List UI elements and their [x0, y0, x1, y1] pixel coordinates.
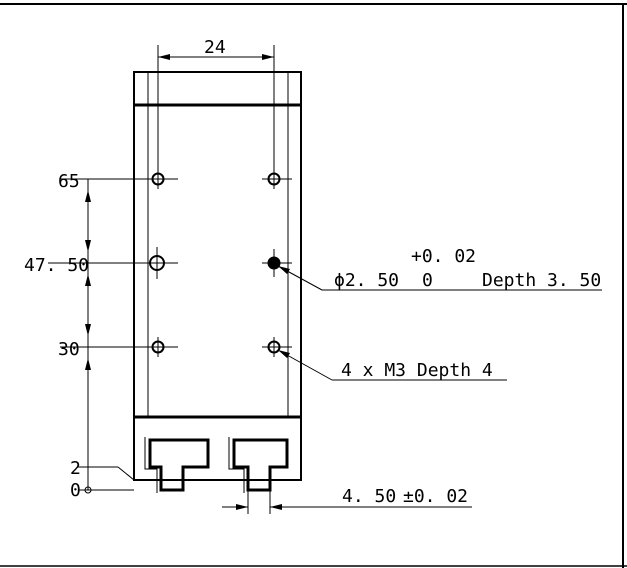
- thread-callout-leader: [277, 349, 507, 381]
- dim-65-label: 65: [58, 171, 80, 192]
- dim-24: [157, 45, 275, 170]
- ordinate-dims: [48, 178, 158, 494]
- t-slot-right: [228, 437, 289, 493]
- holes: [145, 169, 292, 357]
- dim-47-label: 47. 50: [24, 255, 89, 276]
- slot-tol-label: ±0. 02: [403, 486, 468, 507]
- hole-depth-label: Depth 3. 50: [482, 270, 601, 291]
- dim-width-label: 24: [204, 37, 226, 58]
- thread-callout-label: 4 x M3 Depth 4: [341, 360, 493, 381]
- tol-upper-label: +0. 02: [411, 246, 476, 267]
- dim-2-label: 2: [70, 458, 81, 479]
- dim-30-label: 30: [58, 339, 80, 360]
- slot-width-dim: [222, 490, 472, 514]
- pin-hole-callout: [277, 265, 602, 291]
- part-body: [133, 71, 302, 481]
- tol-lower-label: 0: [422, 270, 433, 291]
- t-slot-left: [144, 437, 210, 493]
- dim-0-label: 0: [70, 480, 81, 501]
- slot-width-label: 4. 50: [342, 486, 396, 507]
- hole-dia-label: ϕ2. 50: [334, 270, 399, 291]
